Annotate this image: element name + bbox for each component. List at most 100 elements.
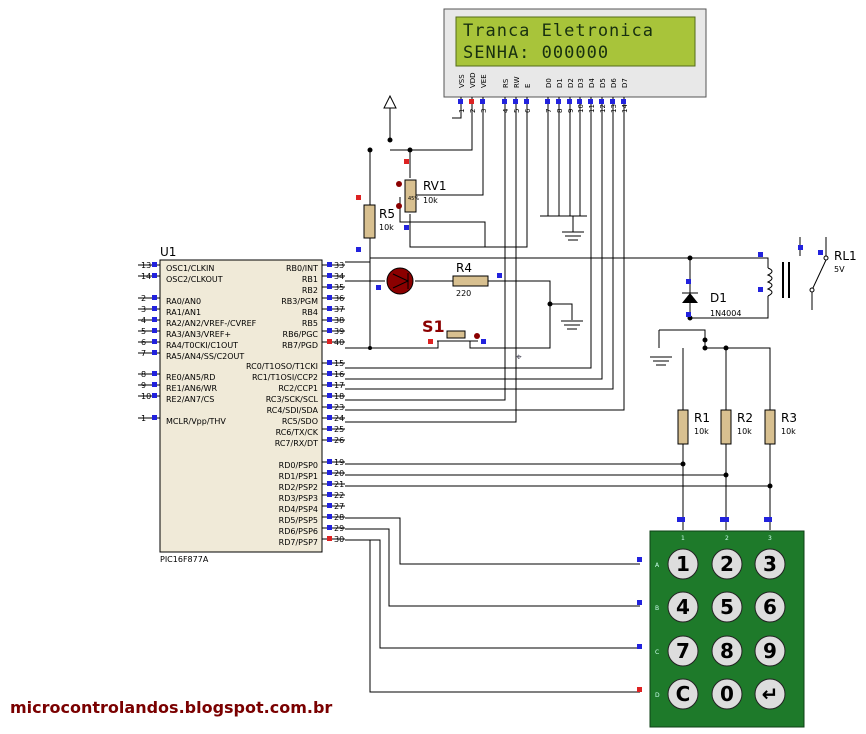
r2-ref: R2	[737, 411, 753, 425]
mcu-pin-label: RA3/AN3/VREF+	[166, 330, 231, 339]
led-and-r4	[345, 280, 583, 330]
keypad-key-label: 6	[763, 595, 777, 619]
resistor-r3[interactable]: R3 10k	[764, 409, 797, 445]
mcu-pin-number: 23	[334, 403, 344, 412]
lcd-pin-number: 7	[545, 109, 553, 113]
mcu-pin-marker	[327, 404, 332, 409]
lcd-line-1: Tranca Eletronica	[463, 21, 654, 41]
keypad-key[interactable]	[667, 548, 699, 580]
mcu-pin-label: RB1	[302, 275, 318, 284]
keypad-key-label: 1	[676, 552, 690, 576]
keypad-key[interactable]	[711, 678, 743, 710]
lcd-pin-name: RS	[502, 78, 510, 88]
relay-rl1[interactable]: RL1 5V	[766, 237, 857, 310]
mcu-pin-marker	[327, 284, 332, 289]
r2-value: 10k	[737, 427, 752, 436]
footer-url[interactable]: microcontrolandos.blogspot.com.br	[10, 698, 332, 717]
mcu-pin-marker	[327, 393, 332, 398]
lcd-pin-number: 6	[524, 108, 532, 113]
resistor-r2[interactable]: R2 10k	[720, 409, 753, 445]
keypad-key[interactable]	[754, 548, 786, 580]
mcu-pin-marker	[327, 536, 332, 541]
lcd-pin-marker	[621, 99, 626, 104]
lcd-pin-name: D2	[567, 78, 575, 88]
mcu-pin-marker	[327, 459, 332, 464]
keypad-key[interactable]	[667, 591, 699, 623]
keypad-key[interactable]	[754, 591, 786, 623]
component-pin-marker	[798, 245, 803, 250]
keypad-row-marker	[637, 600, 642, 605]
keypad-key[interactable]	[754, 678, 786, 710]
component-pin-marker	[764, 517, 769, 522]
mcu-pin-label: OSC2/CLKOUT	[166, 275, 223, 284]
keypad-row-marker	[637, 557, 642, 562]
mcu-pin-marker	[152, 339, 157, 344]
keypad-key[interactable]	[667, 635, 699, 667]
mcu-pin-marker	[152, 328, 157, 333]
component-pin-marker	[677, 517, 682, 522]
mcu-pin-marker	[152, 415, 157, 420]
component-pin-marker	[428, 339, 433, 344]
lcd-pin-number: 2	[469, 109, 477, 113]
keypad-key[interactable]	[754, 635, 786, 667]
u1-part: PIC16F877A	[160, 555, 209, 564]
mcu-pin-number: 26	[334, 436, 344, 445]
lcd-display[interactable]: Tranca Eletronica SENHA: 000000 VSS1VDD2…	[443, 8, 707, 113]
mcu-pin-label: RC5/SDO	[282, 417, 318, 426]
mcu-pin-label: RB0/INT	[286, 264, 318, 273]
d1-value: 1N4004	[710, 309, 741, 318]
mcu-pin-marker	[327, 360, 332, 365]
keypad-key[interactable]	[711, 635, 743, 667]
mcu-pin-marker	[327, 514, 332, 519]
lcd-line-2: SENHA: 000000	[463, 43, 609, 63]
mcu-pin-marker	[152, 393, 157, 398]
resistor-r1[interactable]: R1 10k	[677, 409, 710, 445]
mcu-pin-number: 14	[141, 272, 151, 281]
keypad-key-label: 7	[676, 639, 690, 663]
mcu-pin-label: OSC1/CLKIN	[166, 264, 214, 273]
mcu-pin-number: 6	[141, 338, 146, 347]
mcu-pin-number: 15	[334, 359, 344, 368]
lcd-pin-number: 10	[577, 104, 585, 113]
mcu-pin-number: 35	[334, 283, 344, 292]
mcu-pin-label: RB5	[302, 319, 318, 328]
potentiometer-rv1[interactable]: RV1 10k 45%	[396, 179, 447, 213]
lcd-pin-marker	[599, 99, 604, 104]
mcu-pin-number: 20	[334, 469, 344, 478]
mcu-pin-marker	[327, 426, 332, 431]
mcu-pin-label: RB4	[302, 308, 318, 317]
keypad-key[interactable]	[667, 678, 699, 710]
keypad-key[interactable]	[711, 591, 743, 623]
lcd-pin-number: 5	[513, 109, 521, 113]
diode-d1[interactable]: D1 1N4004	[682, 285, 741, 318]
mcu-pin-label: RB7/PGD	[282, 341, 318, 350]
mcu-pin-number: 39	[334, 327, 344, 336]
keypad-row-marker	[637, 687, 642, 692]
mcu-pin-marker	[327, 437, 332, 442]
mcu-pin-number: 25	[334, 425, 344, 434]
mcu-pin-marker	[327, 525, 332, 530]
resistor-r4[interactable]: R4 220	[452, 261, 489, 298]
resistor-r5[interactable]: R5 10k	[363, 204, 395, 239]
led-indicator[interactable]	[386, 267, 414, 295]
pushbutton-s1[interactable]: S1 ⌖	[368, 304, 551, 363]
mcu-pin-label: RC1/T1OSI/CCP2	[252, 373, 318, 382]
keypad-pulldowns	[345, 329, 773, 693]
rv1-ref: RV1	[423, 179, 447, 193]
mcu-pin-number: 24	[334, 414, 344, 423]
d1-ref: D1	[710, 291, 727, 305]
component-pin-marker	[818, 250, 823, 255]
r4-value: 220	[456, 289, 471, 298]
rl1-value: 5V	[834, 265, 845, 274]
keypad-row-label: C	[655, 649, 659, 656]
mcu-pin-marker	[327, 295, 332, 300]
lcd-pin-number: 12	[599, 104, 607, 113]
keypad-key[interactable]	[711, 548, 743, 580]
mcu-pin-label: RE0/AN5/RD	[166, 373, 215, 382]
mcu-pin-number: 21	[334, 480, 344, 489]
